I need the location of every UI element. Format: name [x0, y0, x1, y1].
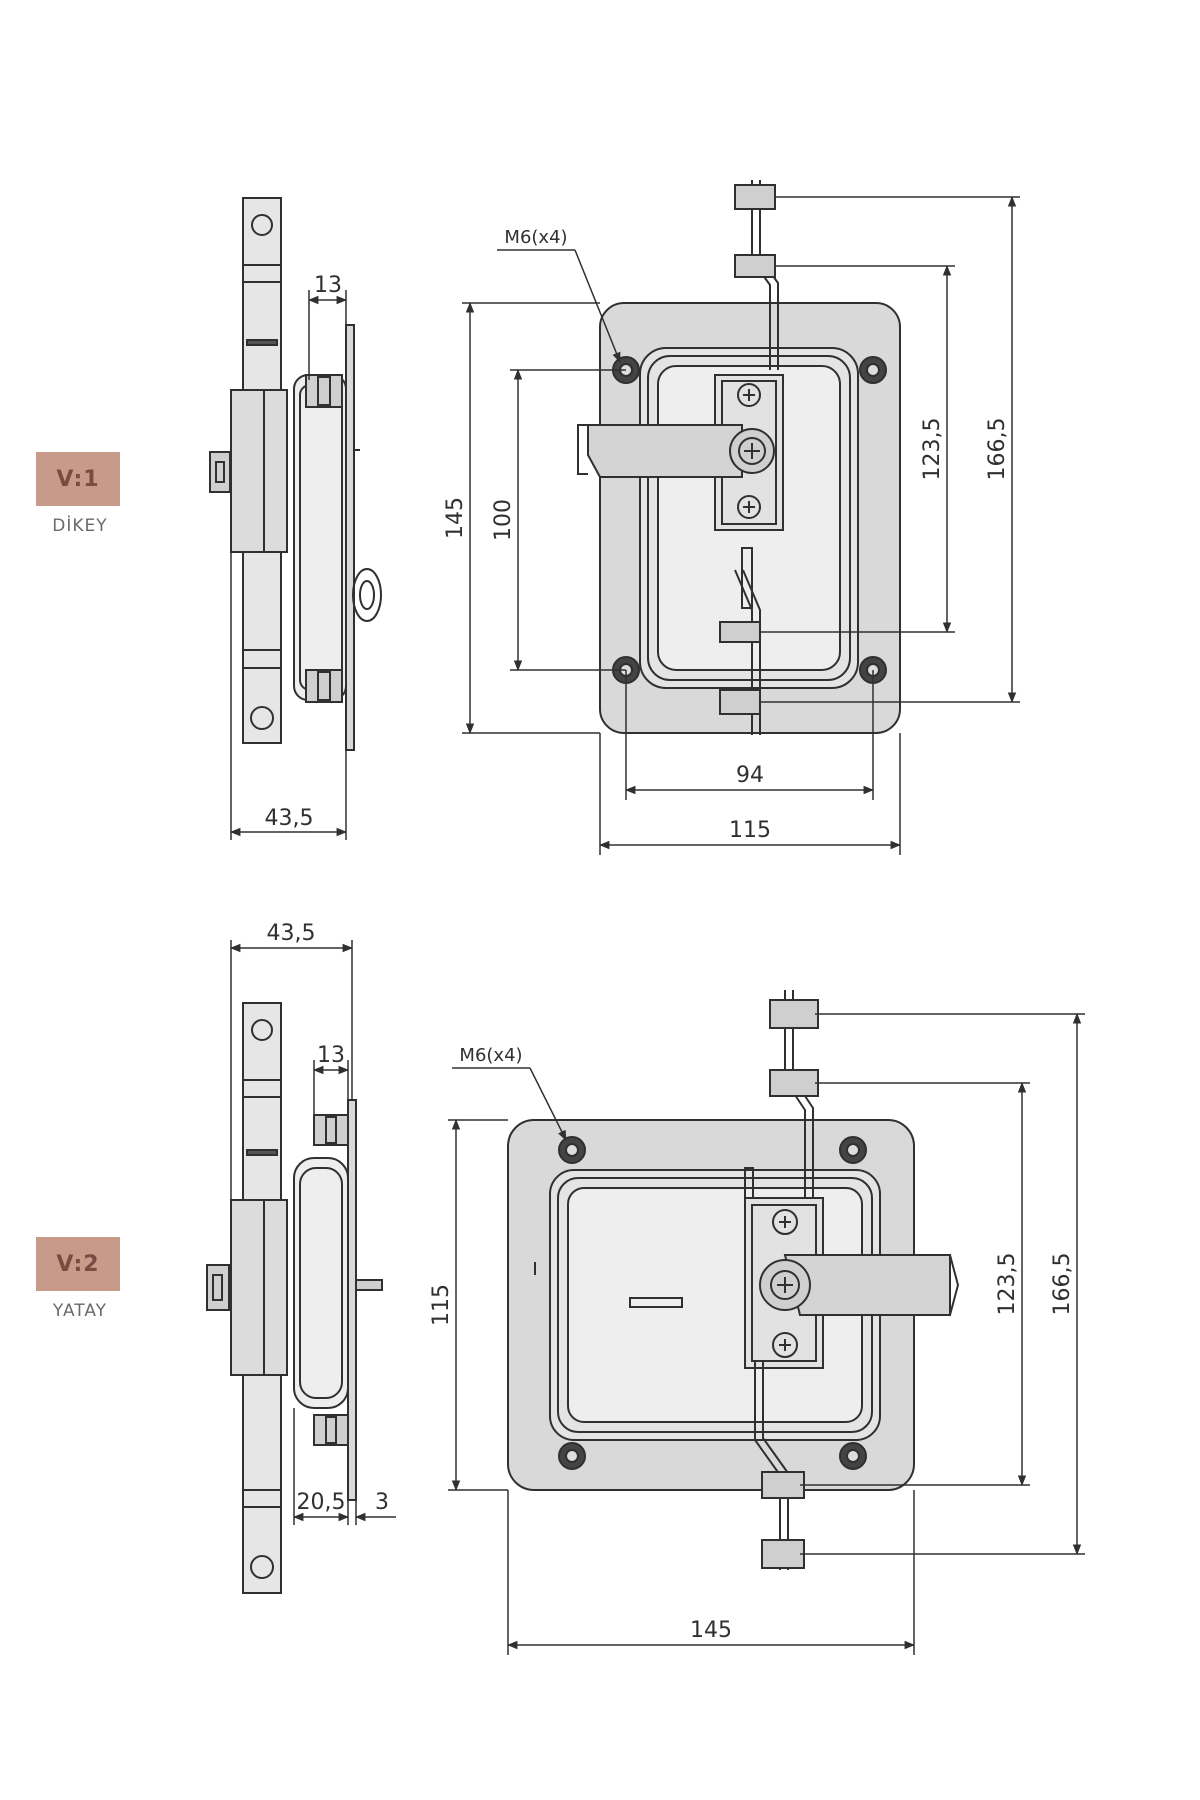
- view1-dimension-labels: 13 43,5 145 100 94 115 123,5 166,5 M6(x4…: [265, 227, 1010, 843]
- v1-dim-145: 145: [443, 497, 468, 539]
- view1-badge: V:1: [36, 452, 120, 506]
- view2-badge: V:2: [36, 1237, 120, 1291]
- dimension-lines: [229, 195, 1085, 1655]
- v2-dim-43-5: 43,5: [267, 921, 316, 946]
- view1-caption: DİKEY: [52, 516, 108, 536]
- v2-dim-166-5: 166,5: [1050, 1253, 1075, 1316]
- v2-dim-3: 3: [375, 1490, 389, 1515]
- view2-caption: YATAY: [52, 1301, 108, 1321]
- view2-side-view: [206, 1002, 383, 1594]
- view1-front-view: [577, 180, 901, 735]
- v1-note-m6: M6(x4): [504, 227, 567, 248]
- v2-dim-145: 145: [690, 1618, 732, 1643]
- v1-dim-166-5: 166,5: [985, 418, 1010, 481]
- v2-dim-115: 115: [429, 1284, 454, 1326]
- v1-dim-13: 13: [314, 273, 342, 298]
- v2-dim-20-5: 20,5: [297, 1490, 346, 1515]
- v1-dim-94: 94: [736, 763, 764, 788]
- v2-note-m6: M6(x4): [459, 1045, 522, 1066]
- v2-dim-13: 13: [317, 1043, 345, 1068]
- v1-dim-43-5: 43,5: [265, 806, 314, 831]
- v2-dim-123-5: 123,5: [995, 1253, 1020, 1316]
- v1-dim-115: 115: [729, 818, 771, 843]
- v1-dim-100: 100: [491, 499, 516, 541]
- v1-dim-123-5: 123,5: [920, 418, 945, 481]
- view2-dimension-labels: 43,5 13 20,5 3 115 145 123,5 166,5 M6(x4…: [267, 921, 1075, 1643]
- view1-side-view: [209, 197, 382, 751]
- view2-front-view: [507, 990, 960, 1570]
